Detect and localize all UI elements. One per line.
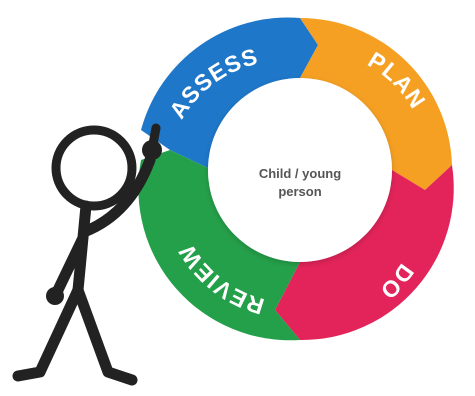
stick-figure-head (51, 125, 137, 211)
segment-plan (300, 17, 452, 191)
segment-assess (141, 17, 318, 168)
stick-figure-raised-arm (78, 154, 156, 238)
stick-figure-left-leg (12, 284, 84, 382)
segment-do (275, 165, 454, 341)
stick-figure-pointing-icon (12, 123, 162, 386)
center-disc (208, 78, 392, 262)
center-label-line1: Child / young (259, 166, 341, 181)
center-label-line2: person (278, 184, 321, 199)
stick-figure-right-leg (72, 284, 138, 386)
segment-review (138, 150, 300, 341)
stick-figure-lower-arm (52, 234, 88, 296)
cycle-ring (138, 17, 454, 341)
